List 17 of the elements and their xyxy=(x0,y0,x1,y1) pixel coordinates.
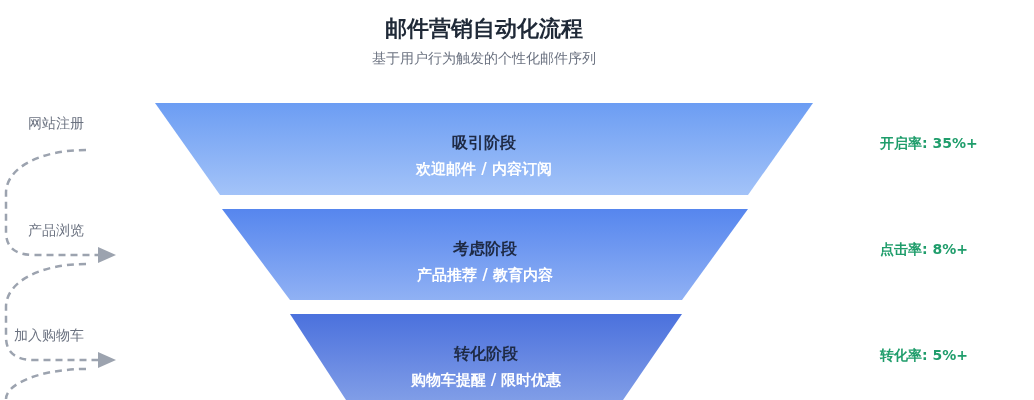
behavior-label: 产品浏览 xyxy=(28,221,84,239)
diagram-subtitle: 基于用户行为触发的个性化邮件序列 xyxy=(372,49,596,68)
stage-description: 欢迎邮件 / 内容订阅 xyxy=(416,159,552,179)
stage-title: 考虑阶段 xyxy=(453,238,517,260)
metric-label: 点击率: 8%+ xyxy=(880,240,968,259)
stage-description: 产品推荐 / 教育内容 xyxy=(417,265,553,285)
stage-description: 购物车提醒 / 限时优惠 xyxy=(410,370,562,390)
diagram-title: 邮件营销自动化流程 xyxy=(385,15,583,43)
funnel-stage xyxy=(290,314,682,400)
metric-label: 开启率: 35%+ xyxy=(880,134,978,153)
metric-label: 转化率: 5%+ xyxy=(880,346,968,365)
stage-title: 转化阶段 xyxy=(454,343,518,365)
behavior-label: 加入购物车 xyxy=(14,326,84,344)
funnel-stage xyxy=(155,103,813,195)
stage-title: 吸引阶段 xyxy=(452,132,516,154)
behavior-label: 网站注册 xyxy=(28,114,84,132)
funnel-stage xyxy=(222,209,748,300)
